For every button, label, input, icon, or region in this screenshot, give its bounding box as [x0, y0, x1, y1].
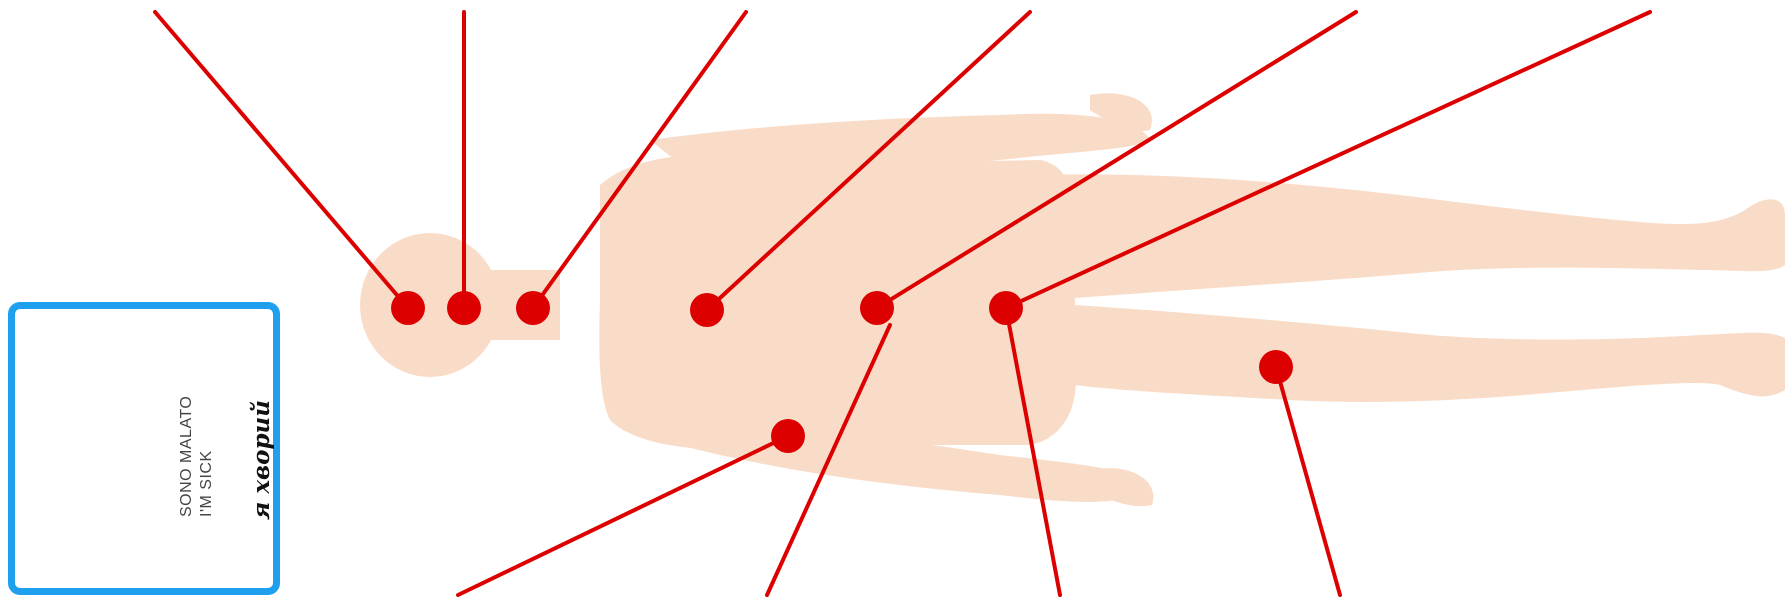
pointer-dot-6 — [989, 291, 1023, 325]
pointer-dot-2 — [447, 291, 481, 325]
caption-italian: SONO MALATO — [178, 396, 196, 517]
body-silhouette — [360, 93, 1785, 506]
silhouette-leg-lower — [1075, 305, 1785, 402]
pointer-dot-4 — [690, 293, 724, 327]
caption-english: I'M SICK — [198, 450, 216, 517]
pointer-dot-3 — [516, 291, 550, 325]
pointer-line-top-1 — [155, 12, 408, 308]
caption-ukrainian: я хворий — [248, 400, 275, 520]
sick-card-text: SONO MALATO I'M SICK я хворий — [8, 302, 280, 595]
pointer-dot-5 — [860, 291, 894, 325]
pointer-dot-1 — [391, 291, 425, 325]
pointer-dot-8 — [1259, 350, 1293, 384]
pointer-line-bottom-1 — [458, 436, 788, 595]
silhouette-leg-upper — [1040, 174, 1785, 298]
pointer-dot-7 — [771, 419, 805, 453]
